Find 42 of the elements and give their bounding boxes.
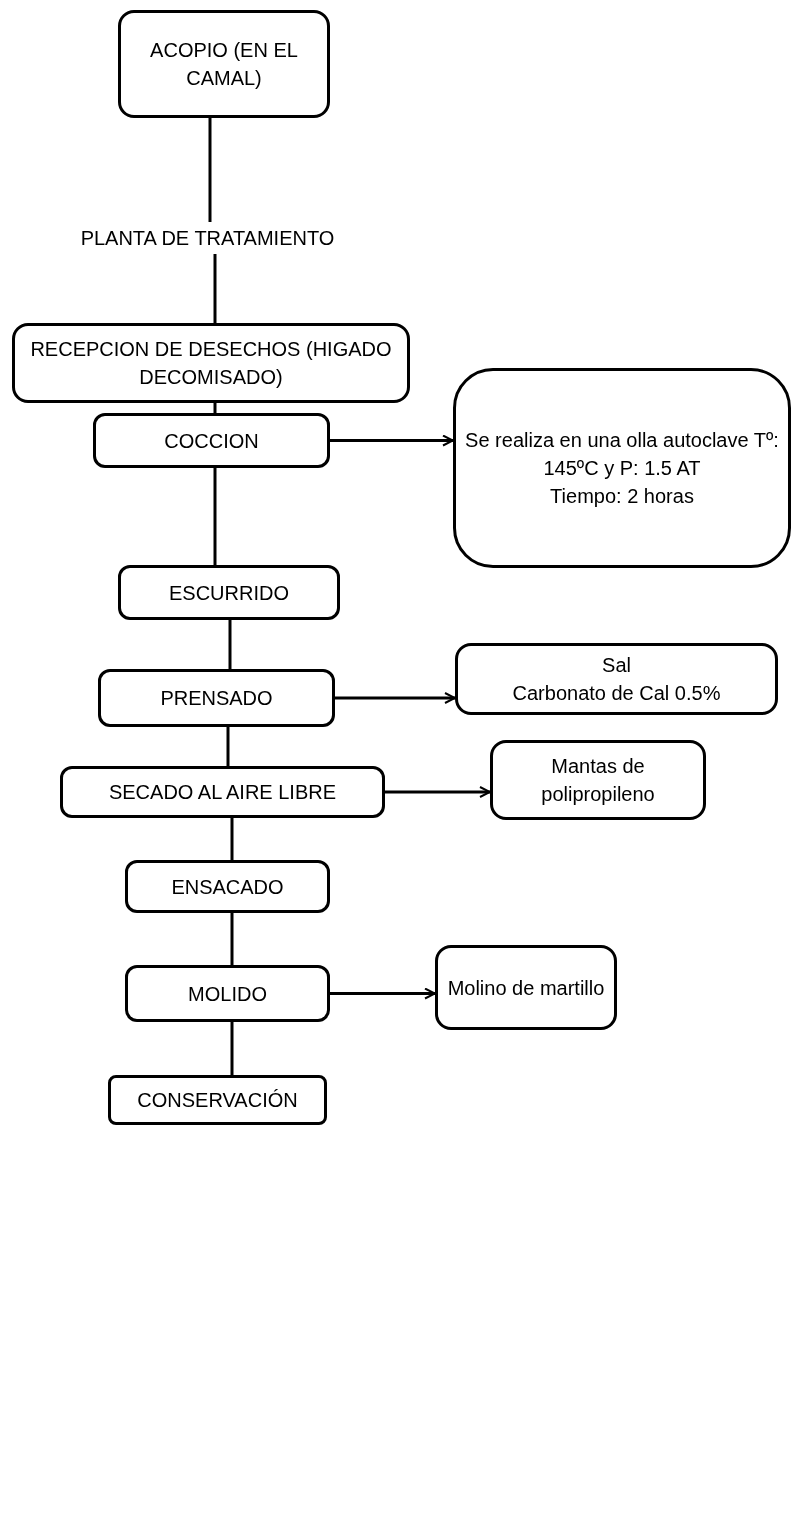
arrow — [335, 692, 456, 704]
process-box — [98, 669, 335, 727]
process-box — [435, 945, 617, 1030]
step-text: PLANTA DE TRATAMIENTO — [80, 226, 335, 251]
step-text: SECADO AL AIRE LIBRE — [108, 780, 337, 805]
connector-line — [230, 913, 234, 965]
connector-line — [226, 727, 230, 766]
step-text: MOLIDO — [188, 981, 267, 1007]
process-box — [490, 740, 706, 820]
step-text: RECEPCION DE DESECHOS (HIGADO DECOMISADO) — [29, 337, 393, 390]
step-text: Mantas de polipropileno — [540, 754, 656, 807]
process-box — [93, 413, 330, 468]
process-box — [118, 565, 340, 620]
connector-line — [213, 254, 217, 323]
step-text: Molino de martillo — [447, 975, 605, 1001]
process-box — [125, 965, 330, 1022]
process-box — [60, 766, 385, 818]
process-box — [118, 10, 330, 118]
step-text: PRENSADO — [160, 686, 273, 711]
step-text: Sal — [602, 653, 631, 678]
process-box — [108, 1075, 327, 1125]
arrow — [330, 434, 454, 447]
process-box — [453, 368, 791, 568]
process-box — [125, 860, 330, 913]
step-text: ESCURRIDO — [169, 580, 289, 606]
process-box — [12, 323, 410, 403]
step-text: Tiempo: 2 horas — [550, 484, 694, 509]
step-text: ACOPIO (EN EL CAMAL) — [149, 38, 299, 91]
arrow — [385, 786, 491, 798]
connector-line — [213, 468, 217, 565]
connector-line — [228, 620, 232, 669]
step-text: COCCION — [164, 428, 259, 454]
step-text: ENSACADO — [171, 874, 284, 900]
connector-line — [230, 818, 234, 860]
connector-line — [213, 403, 217, 413]
step-text: CONSERVACIÓN — [137, 1088, 298, 1113]
step-text: Se realiza en una olla autoclave Tº: 145ºC y P: 1.5 AT — [464, 428, 780, 481]
connector-line — [230, 1022, 234, 1075]
process-box — [455, 643, 778, 715]
connector-line — [208, 118, 212, 222]
arrow — [330, 987, 436, 1000]
step-text: Carbonato de Cal 0.5% — [512, 681, 721, 706]
